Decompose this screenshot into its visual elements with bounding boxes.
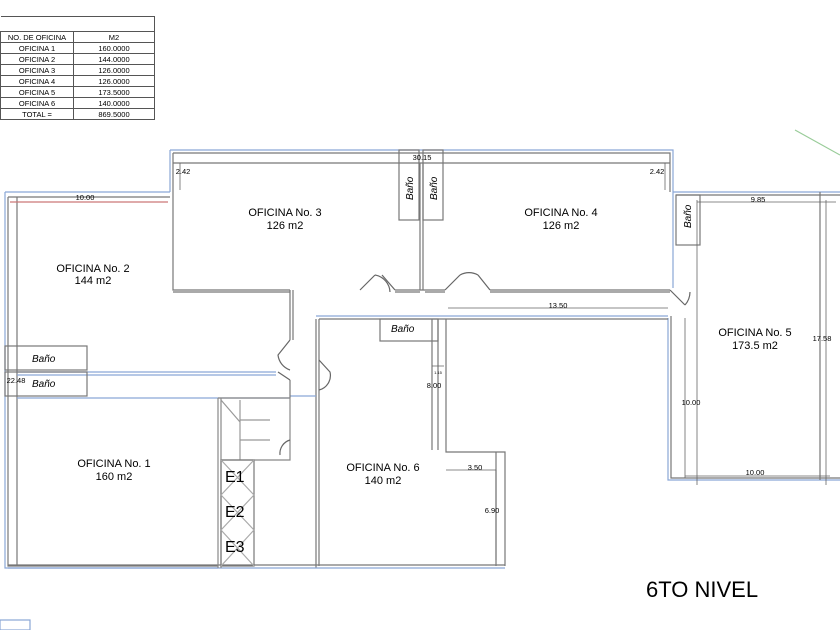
- table-total-row: TOTAL =869.5000: [0, 108, 155, 120]
- total-value: 869.5000: [73, 108, 155, 120]
- elevator-label: E3: [225, 539, 245, 556]
- dim-of6-left: 8.00: [427, 381, 442, 390]
- office-4-area: 126 m2: [543, 220, 580, 232]
- dim-of5-top: 9.85: [751, 195, 766, 204]
- dim-of6-step: 3.50: [468, 463, 483, 472]
- dim-of5-left: 10.00: [682, 398, 701, 407]
- office-5-area: 173.5 m2: [732, 340, 778, 352]
- elevator-label: E1: [225, 469, 245, 486]
- dim-of6-right: 6.90: [485, 506, 500, 515]
- elevator-label: E2: [225, 504, 245, 521]
- office-5-name: OFICINA No. 5: [718, 327, 791, 339]
- dim-of4-offset: 2.42: [650, 167, 665, 176]
- dim-of2-height: 22.48: [7, 376, 26, 385]
- bathroom-label: Baño: [32, 354, 56, 365]
- total-label: TOTAL =: [0, 108, 74, 120]
- office-1-area: 160 m2: [96, 471, 133, 483]
- office-3-area: 126 m2: [267, 220, 304, 232]
- bathroom-label: Baño: [683, 204, 694, 228]
- dim-of3-offset: 2.42: [176, 167, 191, 176]
- bathroom-label: Baño: [405, 176, 416, 200]
- dim-of5-height: 17.58: [813, 334, 832, 343]
- dim-of5-bottom: 10.00: [746, 468, 765, 477]
- office-6-area: 140 m2: [365, 475, 402, 487]
- office-6-name: OFICINA No. 6: [346, 462, 419, 474]
- office-1-name: OFICINA No. 1: [77, 458, 150, 470]
- dim-of6-small: 1.15: [434, 370, 443, 375]
- office-3-name: OFICINA No. 3: [248, 207, 321, 219]
- office-2-area: 144 m2: [75, 275, 112, 287]
- office-4-name: OFICINA No. 4: [524, 207, 597, 219]
- office-2-name: OFICINA No. 2: [56, 263, 129, 275]
- dim-top-width: 30.15: [413, 153, 432, 162]
- bathroom-label: Baño: [429, 176, 440, 200]
- table-header-row: NO. DE OFICINA M2: [0, 31, 155, 43]
- bathroom-label: Baño: [391, 324, 415, 335]
- bathroom-label: Baño: [32, 379, 56, 390]
- walls: [4, 149, 840, 569]
- level-title: 6TO NIVEL: [646, 577, 758, 602]
- dim-of6-top: 13.50: [549, 301, 568, 310]
- dim-of2-width: 10.00: [76, 193, 95, 202]
